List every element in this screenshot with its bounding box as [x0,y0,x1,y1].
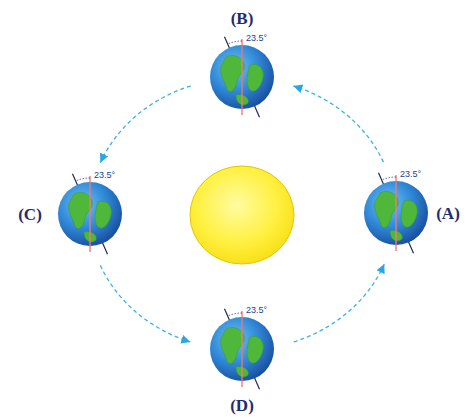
tilt-arc [228,41,242,44]
continent [247,64,263,91]
vertical-axis [241,39,243,115]
position-letter: (D) [230,397,254,414]
continent [221,55,245,91]
tilt-angle-label: 23.5° [245,306,268,315]
tilt-angle-label: 23.5° [399,170,422,179]
vertical-axis [395,175,397,251]
continent [401,200,417,227]
continent [69,192,93,228]
earth-globe [58,182,122,246]
orbit-arrow [100,86,190,163]
position-letter: (B) [231,10,254,27]
earth-position: (A)23.5° [364,181,428,245]
position-letter: (C) [18,206,42,223]
orbit-arrow [294,264,385,342]
continent [375,191,399,227]
vertical-axis [89,176,91,252]
earth-globe [210,317,274,381]
tilt-arc [228,313,242,316]
continent [221,327,245,363]
position-letter: (A) [436,205,460,222]
tilt-arc [382,177,396,180]
tilt-angle-label: 23.5° [93,171,116,180]
orbit-arrow [293,86,383,162]
sun [190,166,294,264]
earth-position: (D)23.5° [210,317,274,381]
earth-position: (B)23.5° [210,45,274,109]
tilt-arc [76,178,90,181]
earth-position: (C)23.5° [58,182,122,246]
continent [247,336,263,363]
earth-globe [210,45,274,109]
earth-globe [364,181,428,245]
continent [95,201,111,228]
tilt-angle-label: 23.5° [245,34,268,43]
orbit-arrow [100,265,190,342]
vertical-axis [241,311,243,387]
